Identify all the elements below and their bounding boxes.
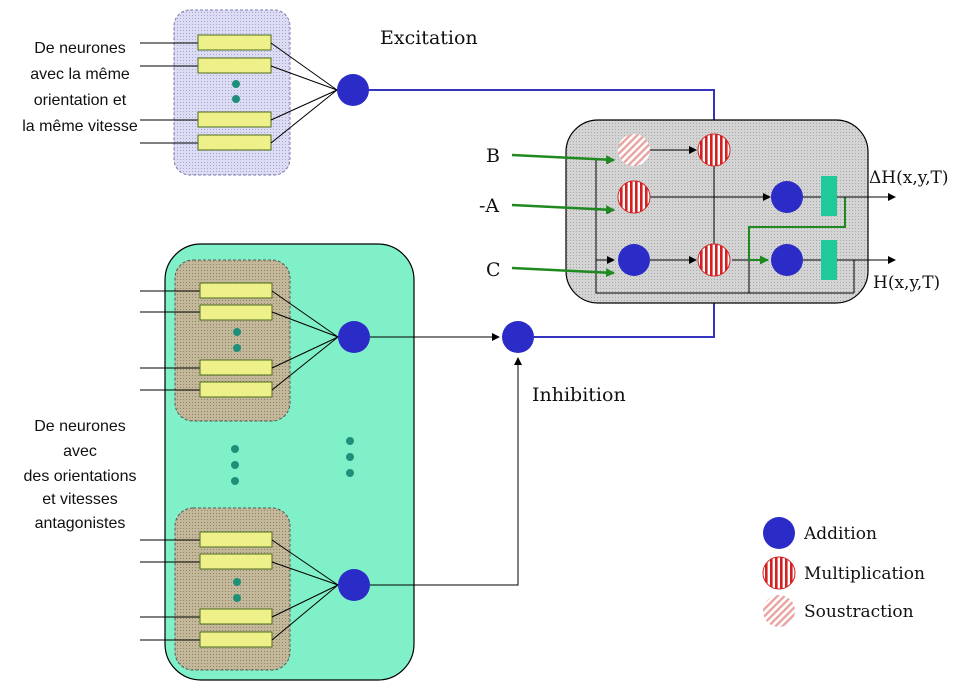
input-label-c: C <box>486 259 501 281</box>
input-wire-b <box>511 153 615 165</box>
neuron-bar <box>199 631 273 648</box>
inhibition-sum-node <box>502 321 534 353</box>
legend-soustraction-swatch <box>763 595 795 627</box>
output-label-delta-h: ΔH(x,y,T) <box>869 168 948 188</box>
neuron-bar <box>197 111 272 128</box>
convergence-line <box>271 584 339 618</box>
delta-feedback-wire <box>748 197 846 265</box>
ellipsis-dot <box>231 445 239 453</box>
neuron-bar <box>199 608 273 625</box>
ellipsis-dot <box>233 594 241 602</box>
output-label-h: H(x,y,T) <box>873 273 940 293</box>
legend: Addition Multiplication Soustraction <box>762 517 925 627</box>
excitation-group-line-3: orientation et <box>34 92 127 109</box>
convergence-line <box>271 561 339 586</box>
convergence-line <box>270 65 338 91</box>
subgroup-sum-node <box>338 321 370 353</box>
inhibition-neuron-group: De neurones avec des orientations et vit… <box>24 243 415 681</box>
ellipsis-dot <box>232 95 240 103</box>
input-wire-c <box>511 266 615 278</box>
neuron-bar <box>199 381 273 398</box>
multiplication-node <box>697 133 731 167</box>
legend-multiplication-swatch <box>762 556 796 590</box>
legend-addition-label: Addition <box>803 524 877 544</box>
input-label-minus-a: -A <box>479 195 499 217</box>
excitation-group-line-4: la même vitesse <box>22 118 138 135</box>
convergence-line <box>271 336 339 369</box>
legend-multiplication-label: Multiplication <box>804 564 925 584</box>
circuit-box <box>565 119 869 304</box>
ellipsis-dot <box>346 437 354 445</box>
ellipsis-dot <box>346 469 354 477</box>
inhibition-wire <box>370 357 522 586</box>
inhibition-group-line-5: antagonistes <box>35 515 126 532</box>
neuron-bar <box>199 304 273 321</box>
inhibition-group-line-4: et vitesses <box>42 491 118 508</box>
excitation-sum-node <box>337 74 369 106</box>
ellipsis-dot <box>231 477 239 485</box>
neuron-bar <box>197 34 272 51</box>
legend-soustraction-label: Soustraction <box>804 602 914 622</box>
neuron-bar <box>199 531 273 548</box>
input-label-b: B <box>486 145 500 167</box>
inhibition-label: Inhibition <box>532 384 626 406</box>
convergence-line <box>271 584 339 641</box>
ellipsis-dot <box>233 344 241 352</box>
excitation-label: Excitation <box>380 27 478 49</box>
addition-node <box>618 244 650 276</box>
convergence-line <box>271 539 339 586</box>
convergence-line <box>270 42 338 91</box>
subgroup-sum-node <box>338 569 370 601</box>
circuit-feedback-bus <box>595 160 854 294</box>
neuron-bar <box>199 553 273 570</box>
ellipsis-dot <box>231 461 239 469</box>
legend-addition-swatch <box>763 517 795 549</box>
neuron-bar <box>197 134 272 151</box>
ellipsis-dot <box>232 80 240 88</box>
addition-node <box>771 181 803 213</box>
excitation-group-box <box>173 9 291 176</box>
inhibition-group-line-1: De neurones <box>34 418 126 435</box>
convergence-line <box>271 290 339 338</box>
excitation-group-line-1: De neurones <box>34 40 126 57</box>
neuron-bar <box>199 282 273 299</box>
excitation-neuron-group: De neurones avec la même orientation et … <box>22 9 369 176</box>
ellipsis-dot <box>346 453 354 461</box>
convergence-line <box>271 336 339 391</box>
convergence-line <box>270 89 338 121</box>
excitation-wire <box>369 89 719 129</box>
inhibition-subgroup-box <box>174 259 291 422</box>
output-bar-h <box>821 240 837 280</box>
convergence-line <box>271 311 339 338</box>
convergence-line <box>270 89 338 144</box>
input-wire-minus-a <box>511 203 615 215</box>
inhibition-group-line-3: des orientations <box>24 468 137 485</box>
ellipsis-dot <box>233 328 241 336</box>
subtraction-node <box>618 134 650 166</box>
inhibition-subgroup-box <box>174 507 291 671</box>
inhibition-group-line-2: avec <box>63 443 97 460</box>
ellipsis-dot <box>233 578 241 586</box>
multiplication-node <box>617 180 651 214</box>
multiplication-node <box>697 243 731 277</box>
neuron-bar <box>197 57 272 74</box>
excitation-group-line-2: avec la même <box>30 66 130 83</box>
addition-node <box>771 244 803 276</box>
output-bar-delta <box>821 176 837 216</box>
neuron-bar <box>199 359 273 376</box>
